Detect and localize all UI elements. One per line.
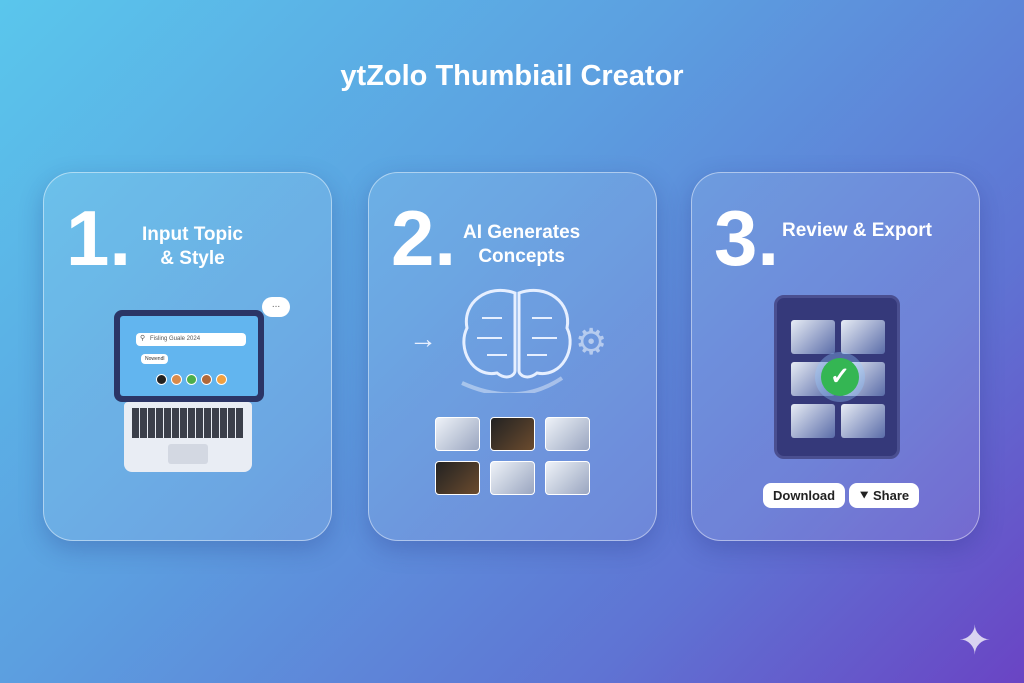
brain-icon	[461, 288, 572, 393]
concept-thumbnails	[435, 417, 590, 495]
thumbnail[interactable]	[490, 461, 535, 495]
step-card-input: 1. Input Topic & Style ... ⚲ Fisling Guale…	[43, 172, 332, 541]
step-number: 2.	[391, 194, 457, 282]
heading-line: AI Generates	[463, 222, 581, 243]
search-icon: ⚲	[140, 335, 146, 342]
download-arrow-icon: ⯆	[859, 488, 874, 503]
tablet-illustration: ✓	[774, 295, 900, 459]
style-options	[156, 374, 227, 385]
heading-line: & Style	[160, 248, 225, 269]
chat-bubble-icon: ...	[262, 297, 290, 317]
gear-icon: ⚙	[575, 321, 608, 362]
download-button[interactable]: Download	[763, 483, 846, 508]
search-text: Fisling Guale 2024	[150, 336, 201, 342]
thumbnail[interactable]	[545, 461, 590, 495]
step-number: 3.	[714, 194, 780, 282]
laptop-keyboard	[124, 402, 252, 472]
step-heading: Review & Export	[782, 220, 932, 241]
thumbnail[interactable]	[435, 461, 480, 495]
heading-line: Input Topic	[142, 224, 243, 245]
share-button[interactable]: ⯆ Share	[849, 483, 920, 508]
laptop-illustration: ⚲ Fisling Guale 2024 Nowendl	[114, 310, 264, 402]
share-label: Share	[873, 488, 910, 503]
checkmark-icon: ✓	[821, 358, 859, 396]
style-pill: Nowendl	[141, 354, 169, 364]
step-number: 1.	[66, 194, 132, 282]
thumbnail[interactable]	[490, 417, 535, 451]
thumbnail[interactable]	[435, 417, 480, 451]
topic-search-input: ⚲ Fisling Guale 2024	[136, 333, 246, 346]
heading-line: Concepts	[478, 246, 565, 267]
page-title: ytZolo Thumbiail Creator	[340, 60, 684, 92]
thumbnail[interactable]	[545, 417, 590, 451]
step-heading: Input Topic & Style	[142, 223, 243, 271]
arrow-right-icon: →	[409, 323, 437, 354]
step-card-review: 3. Review & Export ✓ Download ⯆ Share	[691, 172, 980, 541]
sparkle-icon: ✦	[958, 619, 992, 663]
